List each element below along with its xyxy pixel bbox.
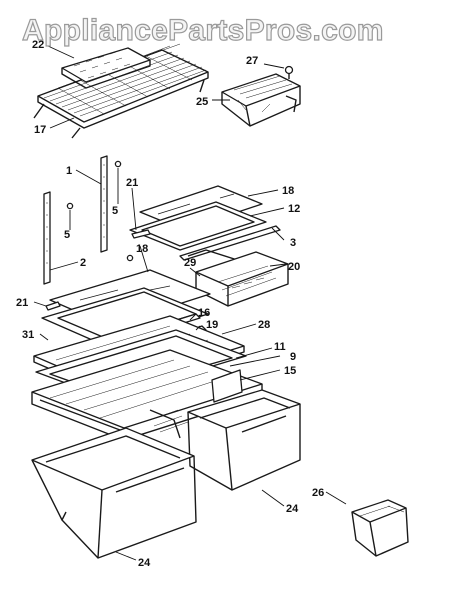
callout-22: 22	[32, 39, 44, 51]
callout-21-lower: 21	[16, 297, 28, 309]
callout-26: 26	[312, 487, 324, 499]
shelf-trim-3	[179, 225, 281, 261]
crisper-pan-24-left	[31, 427, 197, 559]
callout-1: 1	[66, 165, 72, 177]
leader-lines	[33, 45, 347, 561]
egg-tray-22	[61, 47, 151, 89]
callout-28: 28	[258, 319, 270, 331]
callout-27: 27	[246, 55, 258, 67]
small-bin-26	[351, 499, 409, 557]
callout-18-lower: 18	[136, 243, 148, 255]
callout-29: 29	[184, 257, 196, 269]
callout-16: 16	[198, 307, 210, 319]
callout-15: 15	[284, 365, 296, 377]
screw-5-lower	[126, 254, 134, 262]
callout-5-lower: 5	[64, 229, 70, 241]
knob-27	[284, 65, 294, 79]
callout-24-left: 24	[138, 557, 151, 569]
crisper-pan-24-right	[187, 389, 301, 491]
callout-21-upper: 21	[126, 177, 138, 189]
utility-bin-25	[221, 73, 301, 127]
callout-24-right: 24	[286, 503, 299, 515]
shelf-frame-12	[129, 201, 267, 251]
callout-2: 2	[80, 257, 86, 269]
callout-20: 20	[288, 261, 300, 273]
screw-5-upper	[66, 160, 122, 210]
callout-5-upper: 5	[112, 205, 118, 217]
shelf-rail-2	[43, 191, 51, 285]
callout-11: 11	[274, 341, 286, 353]
shelf-rail-1	[100, 155, 108, 253]
callout-3: 3	[290, 237, 296, 249]
callout-labels: 22 17 27 25 1 21 18 12 5 5 3 18 29 20 2 …	[16, 39, 324, 569]
shelf-trim-21-upper	[131, 229, 151, 239]
callout-31: 31	[22, 329, 34, 341]
callout-18-upper: 18	[282, 185, 294, 197]
callout-19: 19	[206, 319, 218, 331]
divider-15	[211, 369, 243, 403]
drawer-20	[195, 251, 289, 307]
callout-9: 9	[290, 351, 296, 363]
callout-12: 12	[288, 203, 300, 215]
watermark-text: AppliancePartsPros.com	[21, 13, 384, 47]
callout-25: 25	[196, 96, 208, 108]
shelf-trim-21-lower	[45, 301, 61, 311]
callout-17: 17	[34, 124, 46, 136]
